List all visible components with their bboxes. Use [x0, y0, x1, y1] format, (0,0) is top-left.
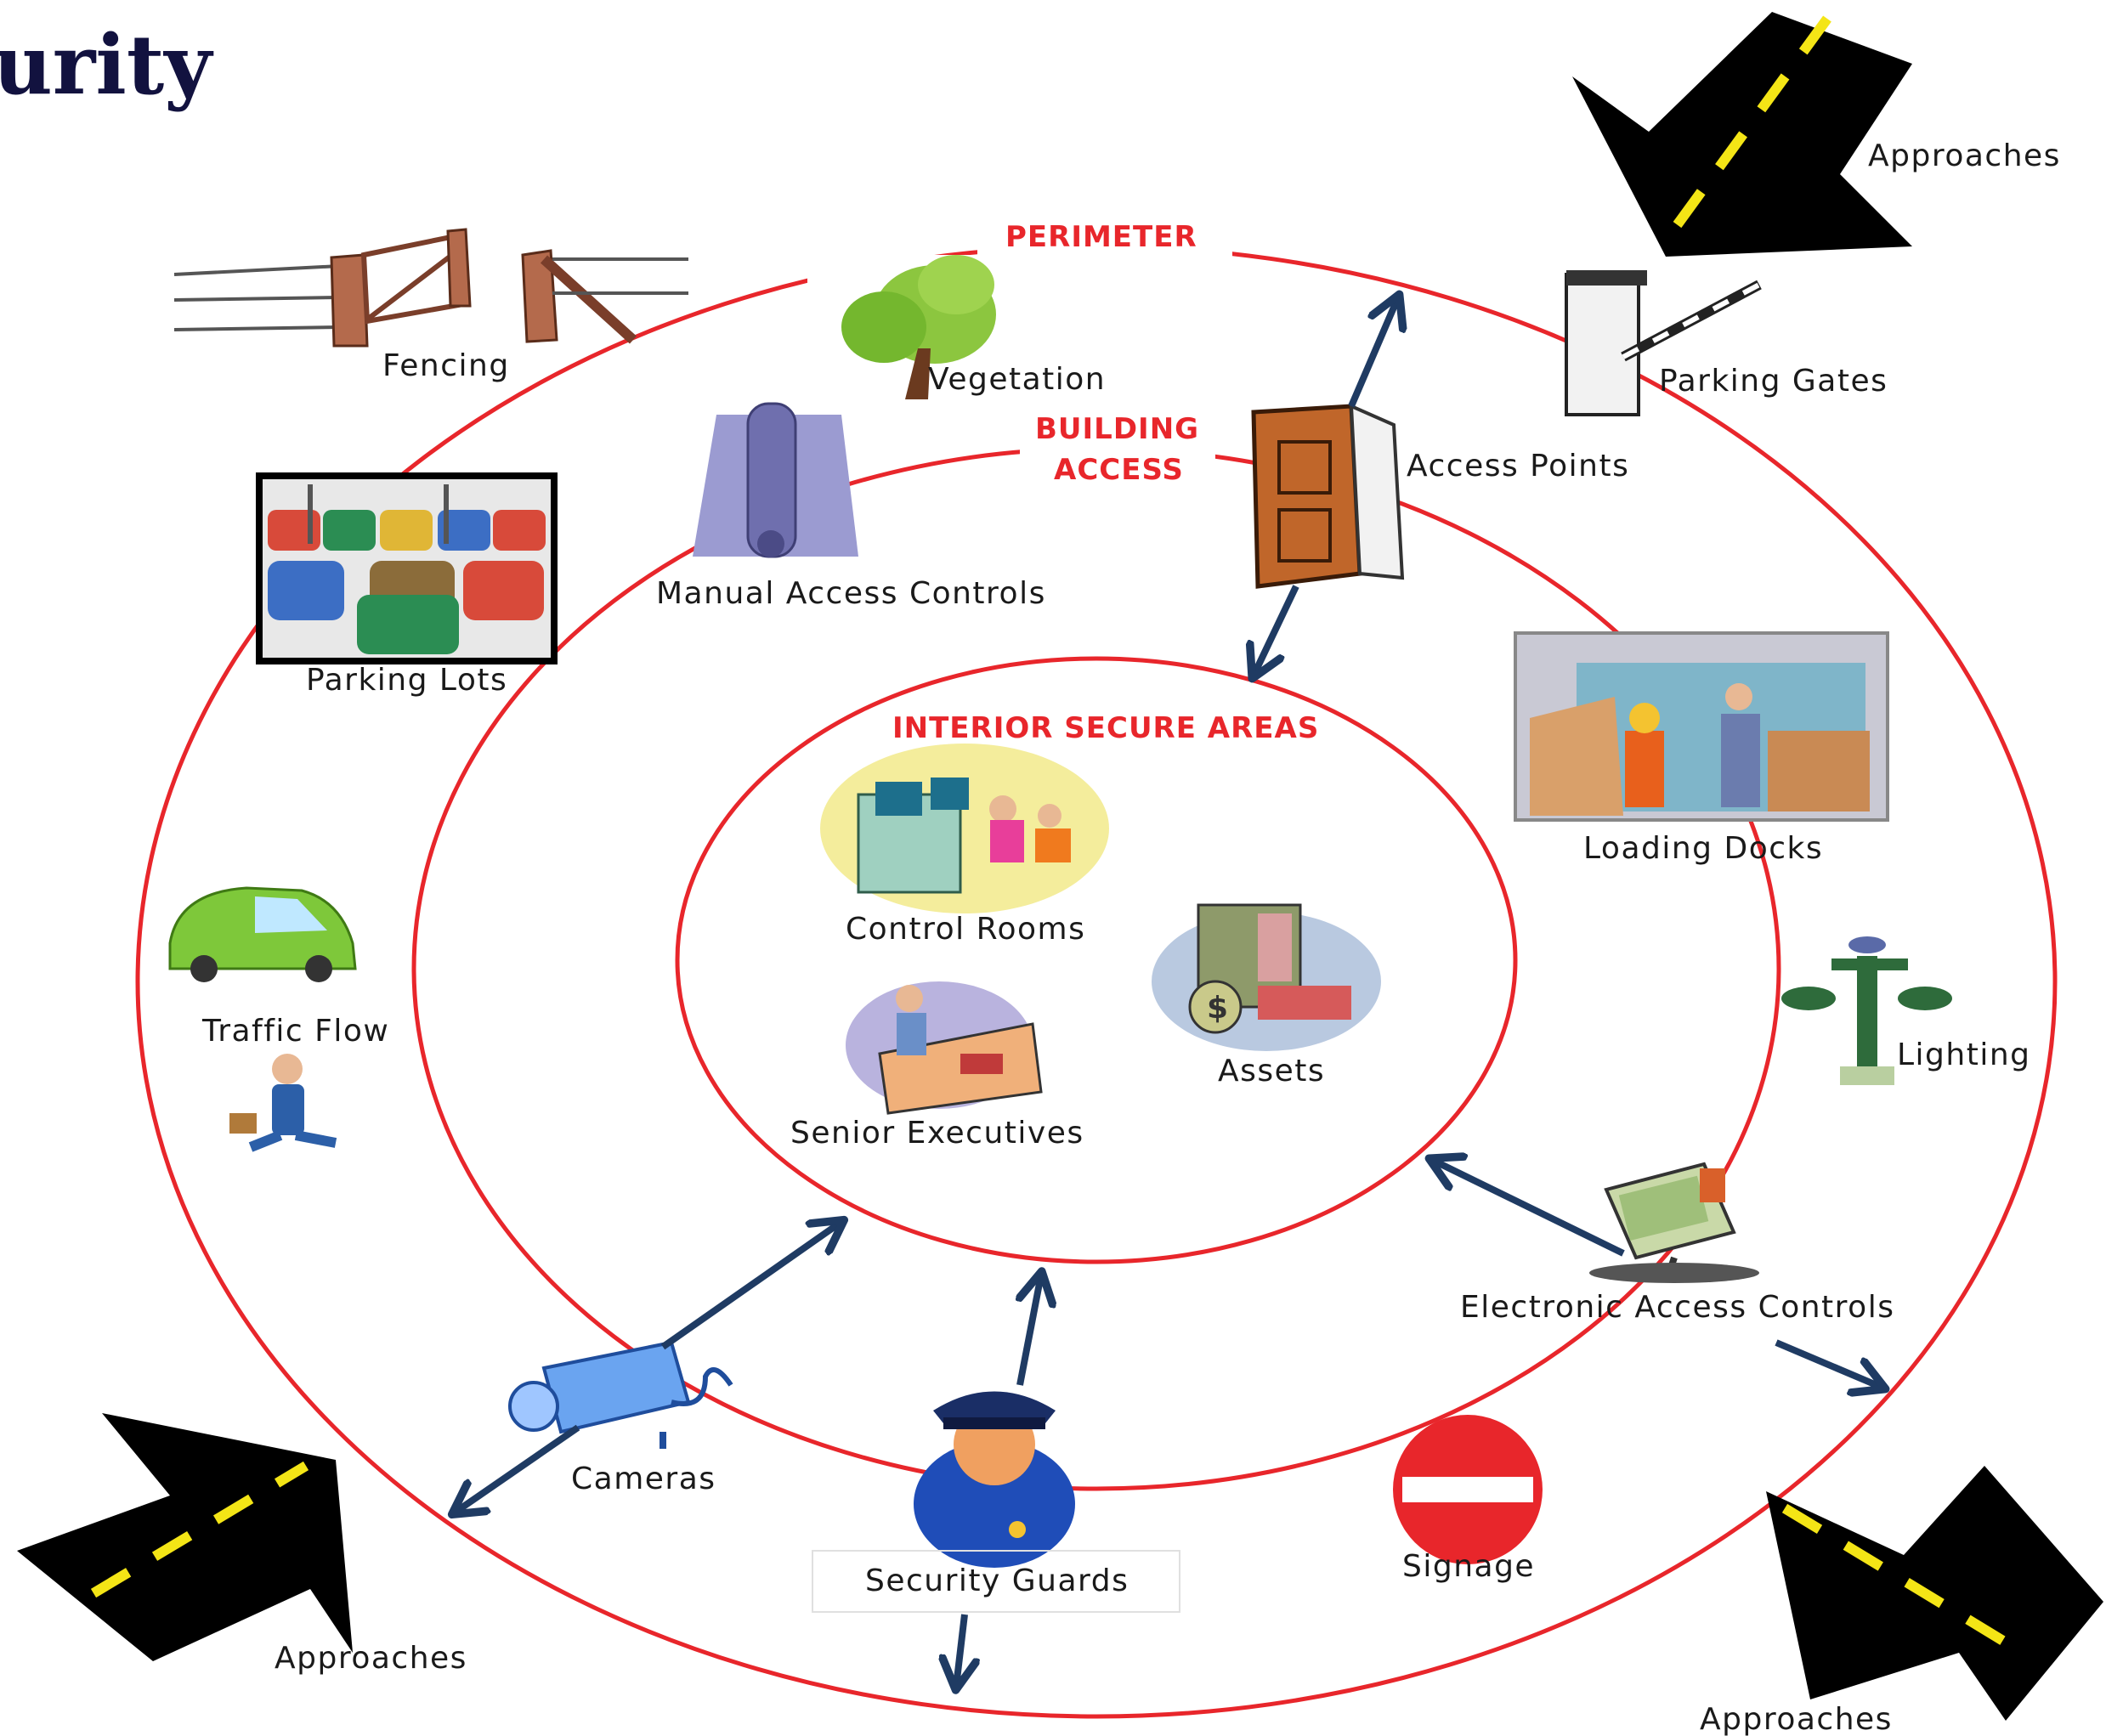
loading-docks-label: Loading Docks — [1583, 831, 1823, 866]
security-guards-label: Security Guards — [865, 1564, 1129, 1598]
arrow-guard-to-perimeter — [956, 1614, 965, 1687]
approaches-left-label: Approaches — [275, 1641, 467, 1676]
road-arrow-icon — [1766, 1466, 2103, 1721]
fence-icon — [173, 228, 688, 348]
arrow-keypad-to-interior — [1432, 1160, 1625, 1257]
fencing-label: Fencing — [382, 348, 510, 383]
car-icon — [168, 886, 357, 982]
access-points-label: Access Points — [1407, 449, 1629, 483]
arrow-access-to-perimeter — [1348, 297, 1398, 408]
executive-desk-icon — [846, 981, 1043, 1115]
arrow-camera-to-perimeter — [455, 1424, 580, 1513]
electronic-access-controls-label: Electronic Access Controls — [1460, 1290, 1894, 1325]
building-access-label-2: ACCESS — [1054, 453, 1184, 487]
keypad-icon — [1589, 1162, 1759, 1283]
senior-executives-label: Senior Executives — [790, 1116, 1084, 1151]
walking-man-icon — [229, 1054, 337, 1152]
door-icon — [1251, 403, 1405, 589]
security-guards-box — [812, 1550, 1180, 1613]
traffic-flow-label: Traffic Flow — [201, 1014, 389, 1049]
approaches-right-label: Approaches — [1700, 1702, 1893, 1736]
building-access-label-1: BUILDING — [1035, 412, 1199, 446]
arrow-guard-to-interior — [1020, 1275, 1041, 1386]
vegetation-label: Vegetation — [928, 362, 1106, 397]
gate-booth-icon — [1565, 270, 1762, 416]
guard-icon — [914, 1391, 1075, 1568]
loading-dock-icon — [1514, 631, 1889, 822]
interior-ring-label: INTERIOR SECURE AREAS — [892, 711, 1319, 745]
arrow-keypad-to-perimeter — [1775, 1339, 1882, 1388]
road-arrow-icon — [17, 1413, 353, 1661]
assets-label: Assets — [1218, 1054, 1325, 1089]
parking-gates-label: Parking Gates — [1659, 364, 1888, 399]
safe-icon: $ — [1152, 903, 1381, 1051]
building-access-ring — [411, 446, 1781, 1491]
signage-label: Signage — [1402, 1549, 1535, 1584]
tree-icon — [841, 255, 996, 399]
road-arrow-icon — [1572, 12, 1912, 257]
lighting-label: Lighting — [1897, 1038, 2031, 1072]
no-entry-sign-icon — [1393, 1415, 1543, 1564]
manual-access-controls-label: Manual Access Controls — [656, 576, 1046, 611]
relationship-arrows — [455, 297, 1882, 1687]
svg-text:$: $ — [1207, 991, 1228, 1026]
control-room-icon — [820, 744, 1109, 913]
cameras-label: Cameras — [571, 1462, 716, 1496]
page-heading: urity — [0, 17, 214, 113]
arrow-camera-to-interior — [660, 1222, 841, 1350]
door-handle-icon — [693, 402, 858, 558]
control-rooms-label: Control Rooms — [846, 912, 1085, 947]
parking-lot-icon — [256, 472, 558, 664]
interior-ring — [675, 656, 1518, 1264]
perimeter-ring-label: PERIMETER — [1005, 220, 1197, 254]
lamp-post-icon — [1781, 936, 1952, 1085]
approaches-top-label: Approaches — [1868, 139, 2061, 173]
arrow-access-to-interior — [1254, 585, 1299, 676]
parking-lots-label: Parking Lots — [306, 663, 507, 698]
camera-icon — [508, 1340, 733, 1449]
